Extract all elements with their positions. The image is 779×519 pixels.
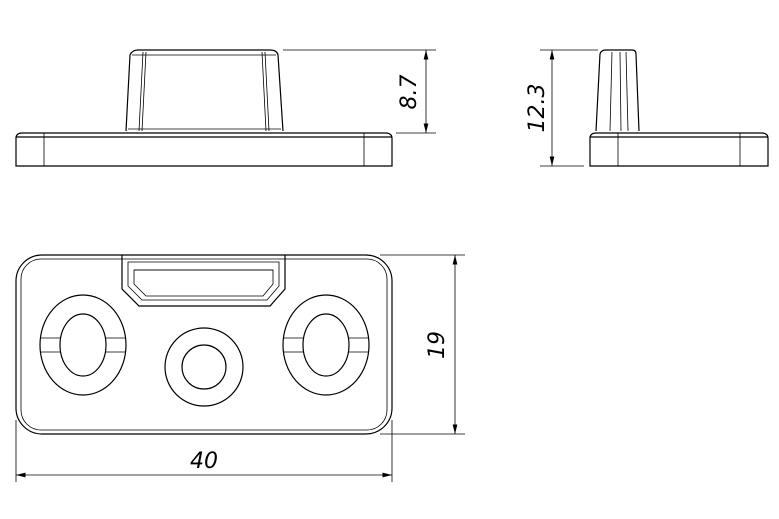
top-view [15,254,393,435]
center-hole [164,327,244,407]
dimension-label-19: 19 [425,331,450,359]
dimension-label-40: 40 [190,449,218,474]
dimension-boss-height: 8.7 [283,49,436,134]
mounting-hole-left [39,294,127,396]
dimension-label-8-7: 8.7 [397,75,422,110]
dimension-length: 40 [15,420,393,482]
side-view [589,49,769,167]
dimension-width: 19 [380,254,465,435]
dimension-total-height: 12.3 [525,49,598,167]
front-view [15,49,393,167]
dimension-label-12-3: 12.3 [525,84,550,133]
mounting-hole-right [282,294,370,396]
